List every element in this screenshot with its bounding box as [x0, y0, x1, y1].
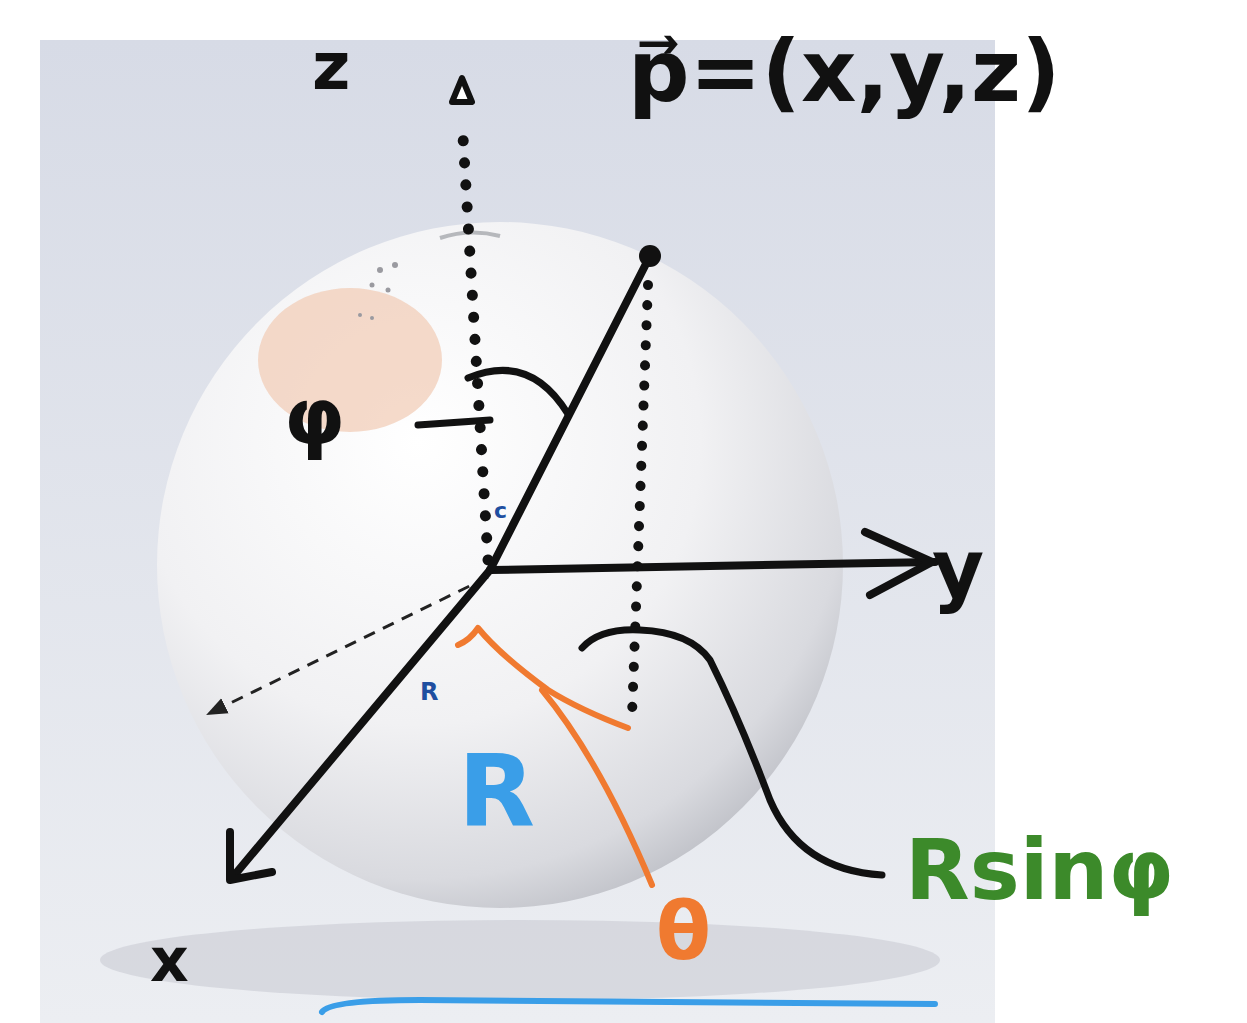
theta-angle-mark — [458, 628, 628, 728]
x-axis-label: x — [150, 930, 189, 990]
x-axis — [232, 570, 490, 878]
photo-background — [40, 40, 995, 1023]
radius-label: R — [458, 742, 535, 842]
theta-label: θ — [656, 892, 711, 972]
phi-arc — [468, 370, 568, 414]
z-axis-label: z — [312, 34, 350, 100]
surface-dots — [358, 262, 398, 320]
phi-pointer — [418, 420, 490, 425]
y-axis-label: y — [932, 530, 984, 610]
phi-angle-label: φ — [284, 378, 345, 456]
center-label: c — [494, 500, 507, 522]
z-axis-head — [452, 78, 472, 102]
position-vector-label: p⃗=(x,y,z) — [628, 28, 1060, 114]
rsinphi-label: Rsinφ — [905, 828, 1174, 912]
y-axis — [490, 562, 935, 570]
x-axis-head — [230, 832, 272, 880]
blue-underline — [322, 1000, 935, 1012]
ball-shadow — [100, 920, 940, 1000]
radius-dashed-line — [208, 577, 488, 714]
radius-small-label: R — [420, 680, 438, 704]
projection-dotted-line — [632, 285, 648, 715]
theta-leader — [542, 690, 652, 885]
point-p — [639, 245, 661, 267]
y-axis-head — [865, 532, 932, 595]
z-axis — [462, 120, 488, 560]
rsinphi-bracket — [582, 630, 882, 875]
